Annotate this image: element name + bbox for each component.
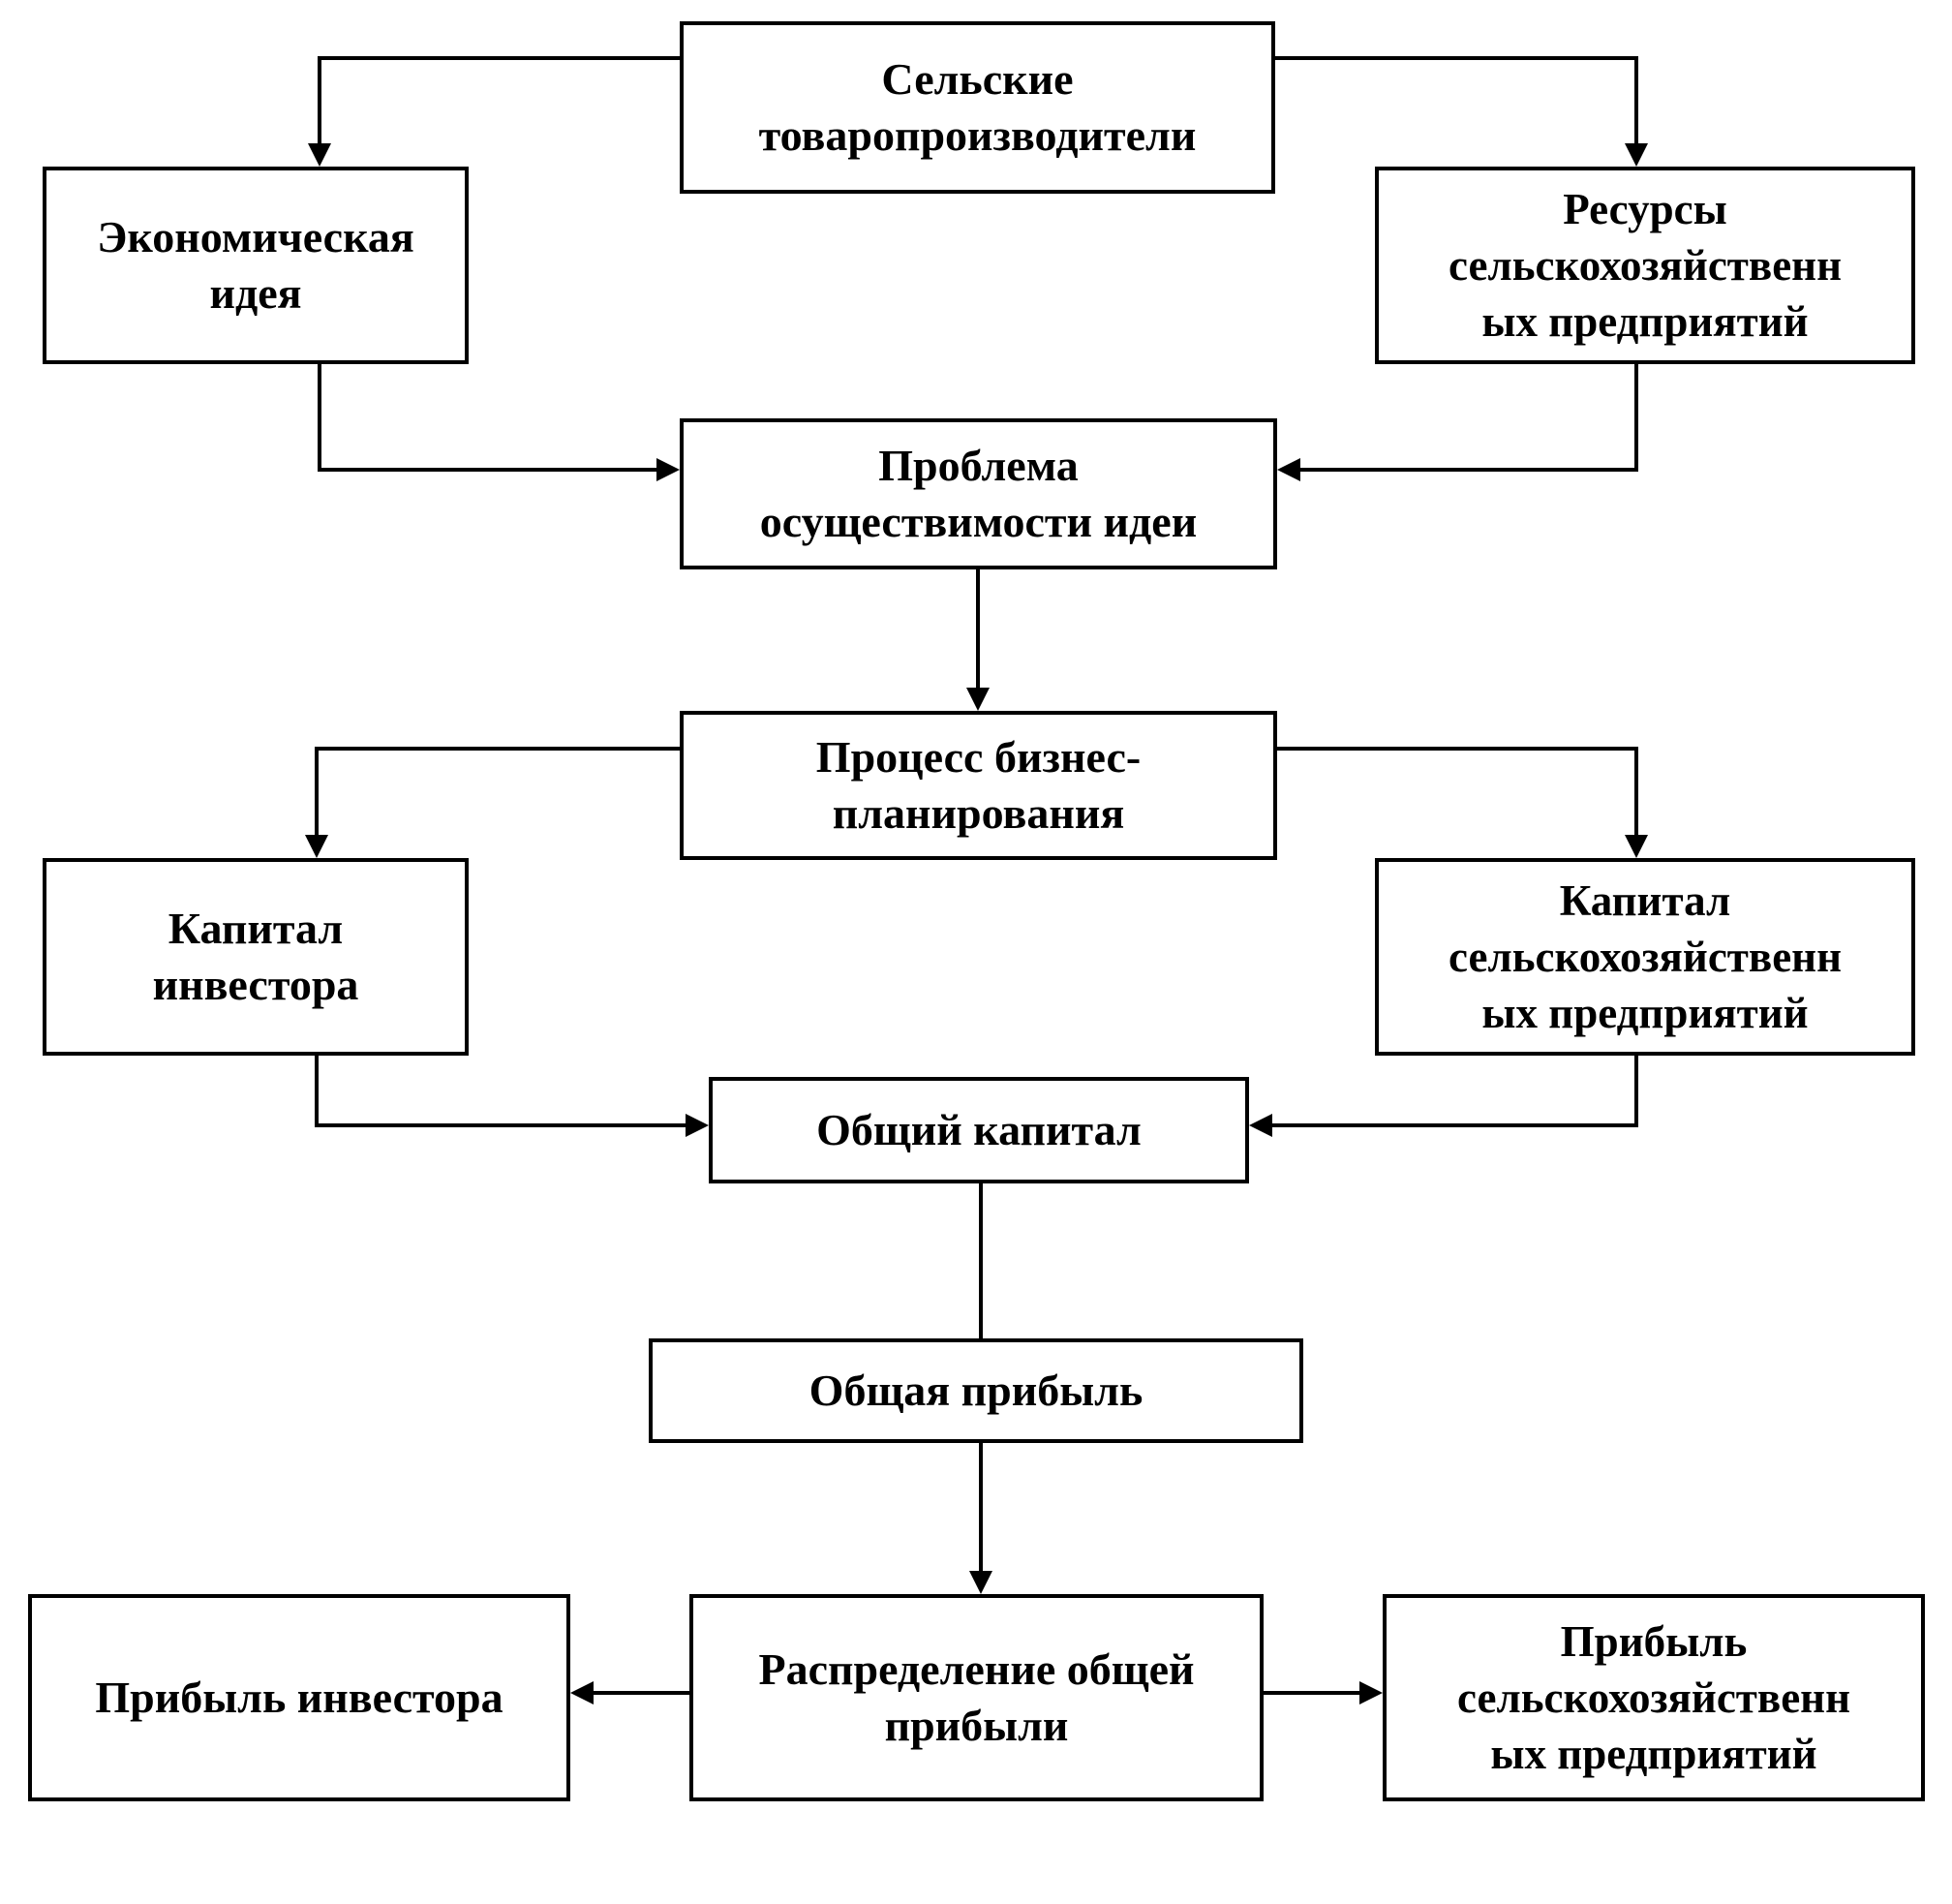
arrowhead-agri-profit [1359, 1681, 1383, 1704]
node-business-planning: Процесс бизнес- планирования [680, 711, 1277, 860]
node-business-planning-label: Процесс бизнес- планирования [815, 732, 1142, 838]
connector-planning-to-agri-capital [1277, 747, 1638, 837]
node-feasibility-problem-label: Проблема осуществимости идеи [759, 441, 1198, 546]
node-investor-capital-label: Капитал инвестора [152, 904, 359, 1009]
connector-producers-to-idea [318, 56, 680, 145]
node-total-capital-label: Общий капитал [816, 1105, 1142, 1154]
arrowhead-distribution [969, 1571, 992, 1594]
node-agri-resources: Ресурсы сельскохозяйственн ых предприяти… [1375, 167, 1915, 364]
node-agri-profit-label: Прибыль сельскохозяйственн ых предприяти… [1456, 1617, 1851, 1778]
connector-agri-capital-to-total-capital [1270, 1056, 1638, 1127]
connector-resources-to-problem [1298, 364, 1638, 472]
node-profit-distribution-label: Распределение общей прибыли [758, 1644, 1195, 1750]
node-agri-capital: Капитал сельскохозяйственн ых предприяти… [1375, 858, 1915, 1056]
node-agricultural-producers-label: Сельские товаропроизводители [758, 54, 1197, 160]
node-total-capital: Общий капитал [709, 1077, 1249, 1183]
node-feasibility-problem: Проблема осуществимости идеи [680, 418, 1277, 569]
node-agri-resources-label: Ресурсы сельскохозяйственн ых предприяти… [1448, 185, 1843, 346]
arrowhead-problem-right [1277, 458, 1300, 481]
connector-planning-to-investor-capital [315, 747, 680, 837]
node-total-profit-label: Общая прибыль [808, 1366, 1144, 1415]
connector-investor-capital-to-total-capital [315, 1056, 687, 1127]
connector-producers-to-resources [1275, 56, 1638, 145]
node-investor-profit-label: Прибыль инвестора [95, 1673, 503, 1722]
arrowhead-idea [308, 143, 331, 167]
arrowhead-total-capital-left [686, 1114, 709, 1137]
arrowhead-investor-profit [570, 1681, 594, 1704]
arrowhead-total-capital-right [1249, 1114, 1272, 1137]
node-economic-idea-label: Экономическая идея [97, 212, 414, 318]
node-agri-profit: Прибыль сельскохозяйственн ых предприяти… [1383, 1594, 1925, 1801]
node-total-profit: Общая прибыль [649, 1338, 1303, 1443]
arrowhead-resources [1625, 143, 1648, 167]
arrowhead-investor-capital [305, 835, 328, 858]
arrowhead-agri-capital [1625, 835, 1648, 858]
arrowhead-problem-left [656, 458, 680, 481]
node-economic-idea: Экономическая идея [43, 167, 469, 364]
node-agri-capital-label: Капитал сельскохозяйственн ых предприяти… [1448, 876, 1843, 1037]
arrowhead-planning [966, 688, 990, 711]
connector-idea-to-problem [318, 364, 658, 472]
node-investor-profit: Прибыль инвестора [28, 1594, 570, 1801]
node-profit-distribution: Распределение общей прибыли [689, 1594, 1264, 1801]
node-investor-capital: Капитал инвестора [43, 858, 469, 1056]
node-agricultural-producers: Сельские товаропроизводители [680, 21, 1275, 194]
